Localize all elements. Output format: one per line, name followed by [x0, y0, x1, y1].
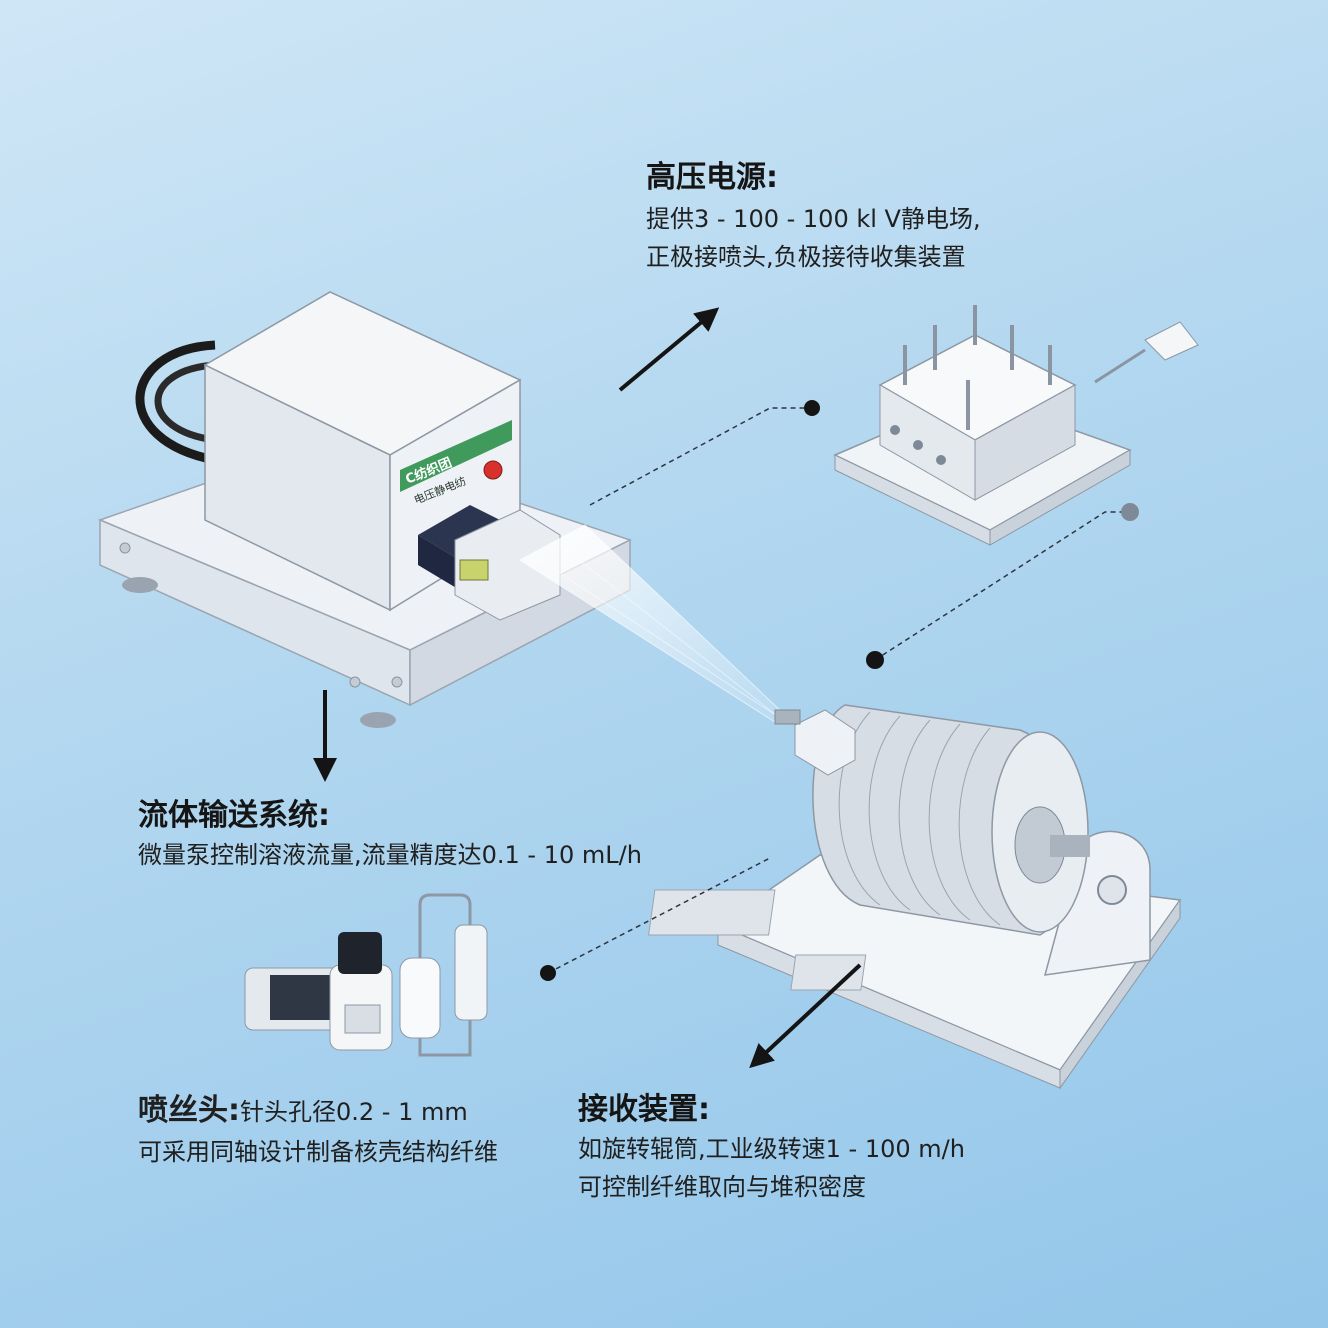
nozzle-callout: 喷丝头:针头孔径0.2 - 1 mm 可采用同轴设计制备核壳结构纤维: [138, 1090, 498, 1171]
collector-line-2: 可控制纤维取向与堆积密度: [578, 1173, 866, 1201]
nozzle-line-1: 针头孔径0.2 - 1 mm: [240, 1098, 468, 1126]
leader-power: [589, 407, 812, 506]
fluid-line-1: 微量泵控制溶液流量,流量精度达0.1 - 10 mL/h: [138, 841, 642, 869]
leader-collector-dot: [866, 651, 884, 669]
nozzle-first-line: 喷丝头:针头孔径0.2 - 1 mm: [138, 1090, 498, 1133]
leader-collector-dot-gray: [1121, 503, 1139, 521]
leader-pump-dot: [540, 965, 556, 981]
collector-callout-arrow: [749, 963, 862, 1069]
nozzle-line-2: 可采用同轴设计制备核壳结构纤维: [138, 1138, 498, 1166]
leader-power-dot: [804, 400, 820, 416]
power-supply-unit: [97, 291, 632, 728]
power-callout-arrow: [618, 307, 720, 392]
nozzle-title: 喷丝头:: [138, 1093, 240, 1128]
leader-pump: [547, 857, 771, 974]
power-line-1: 提供3 - 100 - 100 kl V静电场,: [646, 205, 981, 233]
power-callout: 高压电源: 提供3 - 100 - 100 kl V静电场, 正极接喷头,负极接…: [646, 158, 981, 276]
fluid-title: 流体输送系统:: [138, 798, 330, 833]
collector-line-1: 如旋转辊筒,工业级转速1 - 100 m/h: [578, 1135, 965, 1163]
power-title: 高压电源:: [646, 160, 778, 195]
fluid-callout: 流体输送系统: 微量泵控制溶液流量,流量精度达0.1 - 10 mL/h: [138, 796, 642, 874]
collector-callout: 接收装置: 如旋转辊筒,工业级转速1 - 100 m/h 可控制纤维取向与堆积密…: [578, 1090, 965, 1206]
power-line-2: 正极接喷头,负极接待收集装置: [646, 243, 966, 271]
collector-unit: [648, 704, 1182, 1090]
nozzle-block-unit: [833, 305, 1199, 546]
fluid-pump-unit: [244, 893, 488, 1057]
collector-title: 接收装置:: [578, 1092, 710, 1127]
